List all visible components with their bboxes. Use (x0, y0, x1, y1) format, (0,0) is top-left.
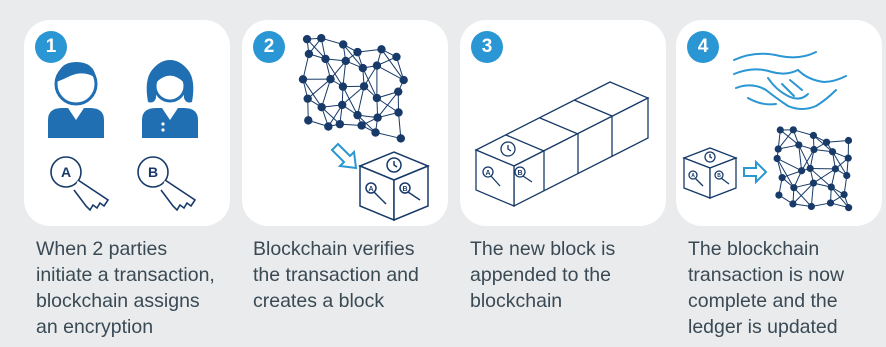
step-1-caption: When 2 parties initiate a transaction, b… (36, 236, 250, 340)
step-3-panel: 3 A B (460, 20, 666, 226)
block-chain-icon: A B (474, 81, 650, 208)
caption-line: creates a block (253, 290, 385, 312)
network-icon (773, 126, 853, 212)
arrow-icon (330, 142, 358, 170)
handshake-icon (733, 51, 847, 110)
step-4-panel: 4 A (676, 20, 882, 226)
step-2-illustration: A B (298, 34, 430, 222)
cube-key-b-label: B (402, 186, 407, 193)
key-a-label: A (61, 164, 71, 180)
key-b-icon: B (137, 156, 197, 212)
step-3-illustration: A B (474, 81, 650, 208)
caption-line: complete and the (688, 290, 838, 312)
cube-key-a-label: A (368, 186, 373, 193)
step-1-badge: 1 (35, 31, 67, 63)
step-4-badge: 4 (687, 31, 719, 63)
woman-icon (142, 60, 198, 138)
step-1-illustration: A B (48, 60, 198, 212)
step-3-caption: The new block is appended to the blockch… (470, 236, 684, 314)
caption-line: initiate a transaction, (36, 264, 215, 286)
caption-line: transaction is now (688, 264, 845, 286)
man-icon (48, 62, 104, 138)
caption-line: an encryption (36, 316, 154, 338)
block-cube-icon: A B (358, 151, 430, 222)
step-3-badge: 3 (471, 31, 503, 63)
block-cube-icon: A B (682, 147, 738, 199)
key-b-label: B (148, 164, 158, 180)
step-4-caption: The blockchain transaction is now comple… (688, 236, 886, 340)
caption-line: The blockchain (688, 238, 820, 260)
step-2-badge: 2 (253, 31, 285, 63)
arrow-icon (743, 159, 768, 185)
final-key-a-label: A (691, 173, 695, 179)
step-1-panel: 1 A (24, 20, 230, 226)
chain-key-b-label: B (517, 170, 522, 177)
step-2-panel: 2 A B (242, 20, 448, 226)
step-4-illustration: A B (682, 51, 853, 212)
caption-line: The new block is (470, 238, 616, 260)
caption-line: ledger is updated (688, 316, 838, 338)
caption-line: appended to the (470, 264, 611, 286)
caption-line: the transaction and (253, 264, 419, 286)
caption-line: Blockchain verifies (253, 238, 415, 260)
network-icon (298, 34, 408, 143)
chain-key-a-label: A (485, 170, 490, 177)
key-a-icon: A (50, 156, 110, 212)
caption-line: blockchain assigns (36, 290, 200, 312)
caption-line: When 2 parties (36, 238, 168, 260)
final-key-b-label: B (717, 173, 721, 179)
caption-line: blockchain (470, 290, 563, 312)
step-2-caption: Blockchain verifies the transaction and … (253, 236, 467, 314)
